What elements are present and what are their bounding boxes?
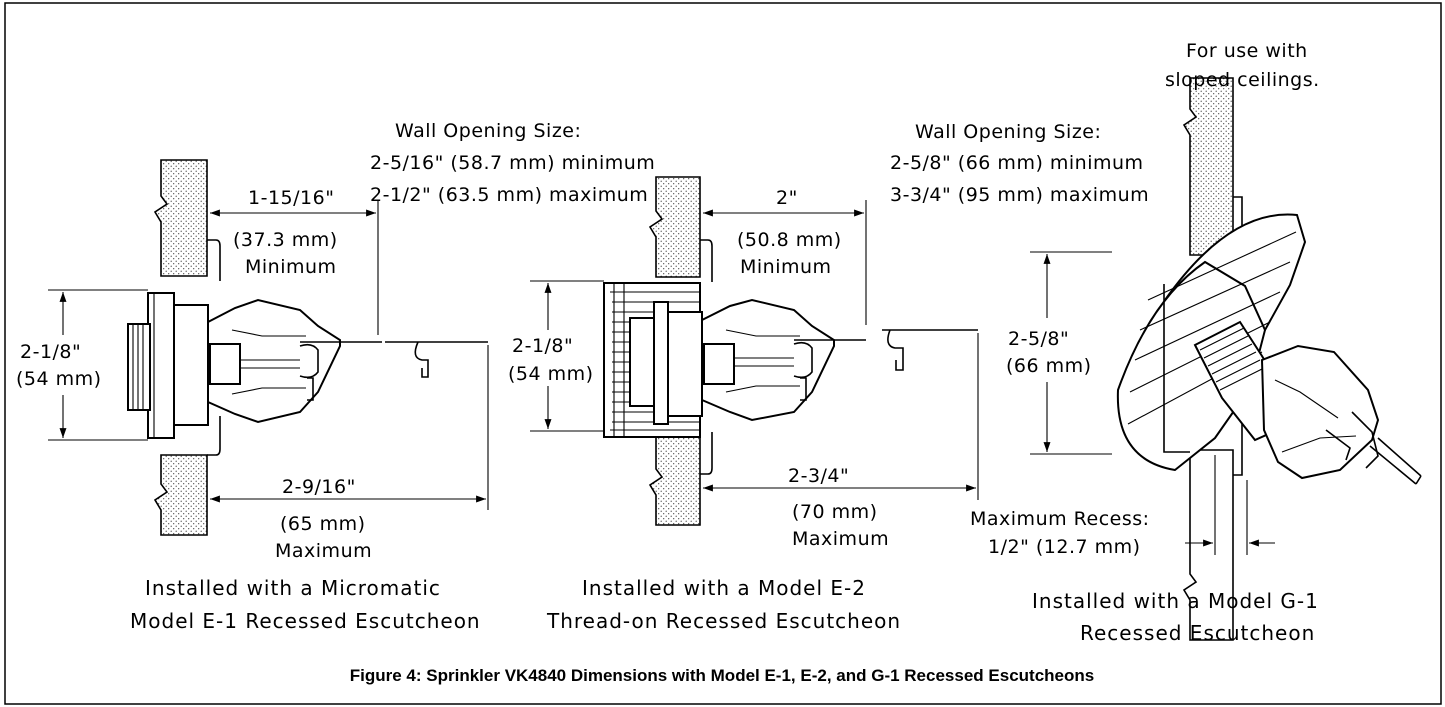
e2-caption-line1: Installed with a Model E-2 xyxy=(582,576,866,600)
escutcheon-e1 xyxy=(207,239,221,456)
figure-border xyxy=(4,2,1442,705)
panel-e1: 1-15/16" (37.3 mm) Minimum 2-1/8" (54 mm… xyxy=(16,159,489,633)
e2-height-mm: (54 mm) xyxy=(508,363,594,385)
g1-wall-opening-title: Wall Opening Size: xyxy=(915,121,1101,143)
e2-max-fraction: 2-3/4" xyxy=(788,465,849,487)
dimension-e2-maximum xyxy=(703,333,979,500)
wall-upper xyxy=(1182,77,1234,256)
e1-caption-line2: Model E-1 Recessed Escutcheon xyxy=(130,609,481,633)
dimension-g1-height xyxy=(1030,251,1112,455)
g1-note-line1: For use with xyxy=(1186,40,1308,62)
e1-min-mm: (37.3 mm) xyxy=(233,229,338,251)
dimension-e1-minimum xyxy=(210,200,379,335)
escutcheon-e2-flange xyxy=(700,239,713,475)
e1-height-fraction: 2-1/8" xyxy=(20,341,81,363)
g1-caption-line1: Installed with a Model G-1 xyxy=(1032,589,1319,613)
wall-upper xyxy=(648,176,701,278)
e1-caption-line1: Installed with a Micromatic xyxy=(145,576,441,600)
g1-height-mm: (66 mm) xyxy=(1006,355,1092,377)
g1-caption-line2: Recessed Escutcheon xyxy=(1080,621,1315,645)
g1-recess-value: 1/2" (12.7 mm) xyxy=(988,536,1141,558)
e2-max-mm: (70 mm) xyxy=(792,501,878,523)
figure-caption: Figure 4: Sprinkler VK4840 Dimensions wi… xyxy=(350,666,1094,685)
e1-min-word: Minimum xyxy=(245,256,337,278)
wall-lower xyxy=(153,454,208,536)
sprinkler-e1 xyxy=(127,292,488,439)
g1-wall-opening-min: 2-5/8" (66 mm) minimum xyxy=(890,152,1144,174)
panel-g1: For use with sloped ceilings. Wall Openi… xyxy=(890,40,1422,645)
e2-min-mm: (50.8 mm) xyxy=(737,229,842,251)
wall-upper xyxy=(153,159,208,277)
e2-wall-opening-min: 2-5/16" (58.7 mm) minimum xyxy=(370,152,655,174)
e2-wall-opening-max: 2-1/2" (63.5 mm) maximum xyxy=(370,184,648,206)
g1-wall-opening-max: 3-3/4" (95 mm) maximum xyxy=(890,184,1149,206)
e2-max-word: Maximum xyxy=(792,528,889,550)
dimension-g1-recess xyxy=(1185,455,1275,555)
sprinkler-e2 xyxy=(629,298,978,425)
e1-max-mm: (65 mm) xyxy=(280,513,366,535)
e1-max-fraction: 2-9/16" xyxy=(282,476,356,498)
dimension-e1-maximum xyxy=(210,345,489,510)
g1-recess-title: Maximum Recess: xyxy=(970,508,1150,530)
dimension-e2-height xyxy=(530,280,604,432)
sprinkler-g1 xyxy=(1193,320,1422,485)
escutcheon-g1 xyxy=(1116,196,1307,476)
g1-height-fraction: 2-5/8" xyxy=(1008,328,1069,350)
e1-height-mm: (54 mm) xyxy=(16,368,102,390)
e2-wall-opening-title: Wall Opening Size: xyxy=(395,120,581,142)
e2-caption-line2: Thread-on Recessed Escutcheon xyxy=(546,609,901,633)
e1-min-fraction: 1-15/16" xyxy=(248,187,334,209)
e1-max-word: Maximum xyxy=(275,540,372,562)
panel-e2: Wall Opening Size: 2-5/16" (58.7 mm) min… xyxy=(370,120,979,633)
e2-height-fraction: 2-1/8" xyxy=(512,335,573,357)
wall-lower xyxy=(648,436,701,526)
g1-note-line2: sloped ceilings. xyxy=(1165,69,1320,91)
e2-min-fraction: 2" xyxy=(776,187,798,209)
dimension-e2-minimum xyxy=(703,200,867,325)
dimension-e1-height xyxy=(48,289,148,441)
e2-min-word: Minimum xyxy=(740,256,832,278)
